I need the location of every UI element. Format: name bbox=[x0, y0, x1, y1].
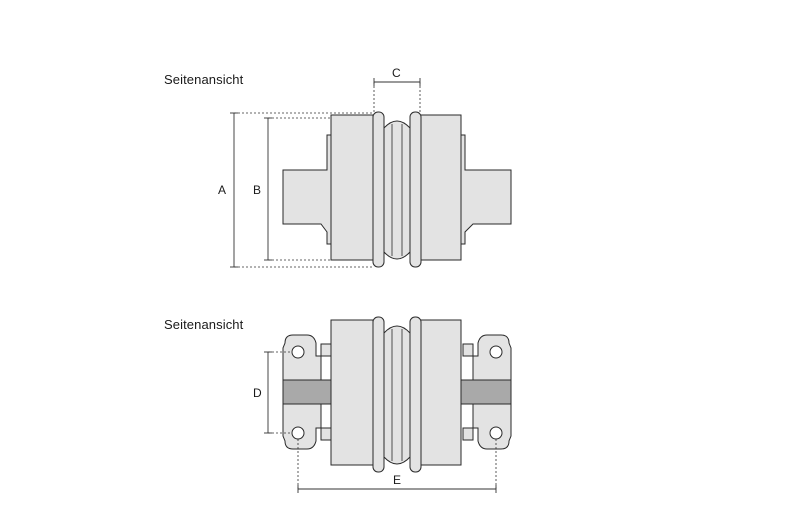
side-view-label-bottom: Seitenansicht bbox=[164, 317, 244, 332]
left-shaft-top bbox=[282, 134, 332, 245]
side-view-label-top: Seitenansicht bbox=[164, 72, 244, 87]
left-bracket bbox=[282, 334, 332, 381]
bolt-hole-top-left bbox=[291, 345, 305, 359]
right-body-bottom bbox=[419, 319, 462, 466]
dimension-e-label: E bbox=[393, 473, 401, 487]
right-bracket-lower bbox=[462, 403, 512, 450]
left-flange-bottom bbox=[372, 316, 385, 473]
dimension-c-label: C bbox=[392, 66, 401, 80]
tread-top bbox=[383, 120, 411, 260]
right-shaft-top bbox=[460, 134, 512, 245]
bolt-hole-bottom-right bbox=[489, 426, 503, 440]
dimension-a-label: A bbox=[218, 183, 226, 197]
bottom-roller-view: D E bbox=[253, 316, 512, 493]
left-flange-top bbox=[372, 111, 385, 268]
top-roller-view: A B C bbox=[218, 66, 512, 268]
dimension-d-label: D bbox=[253, 386, 262, 400]
tread-bottom bbox=[383, 325, 411, 465]
right-flange-bottom bbox=[409, 316, 422, 473]
right-body-top bbox=[419, 114, 462, 261]
right-flange-top bbox=[409, 111, 422, 268]
dimension-b-label: B bbox=[253, 183, 261, 197]
right-bracket bbox=[462, 334, 512, 381]
left-bracket-lower bbox=[282, 403, 332, 450]
left-body-bottom bbox=[330, 319, 374, 466]
left-body-top bbox=[330, 114, 374, 261]
bolt-hole-bottom-left bbox=[291, 426, 305, 440]
bolt-hole-top-right bbox=[489, 345, 503, 359]
